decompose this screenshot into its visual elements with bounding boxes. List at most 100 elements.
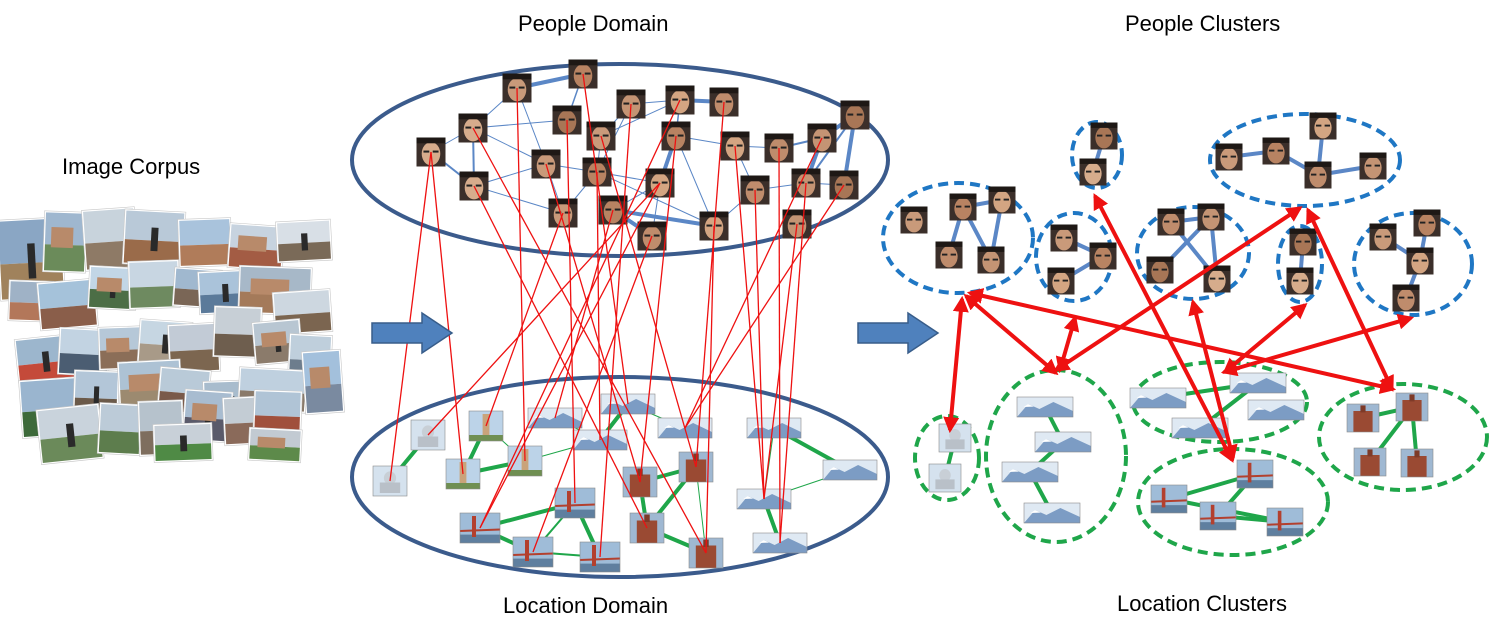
people-location-link <box>430 151 464 475</box>
location-thumbnail <box>1266 507 1304 537</box>
people-domain-title: People Domain <box>518 11 669 36</box>
corpus-photo <box>212 305 263 359</box>
location-thumbnail <box>1150 484 1188 514</box>
people-location-link <box>684 184 845 429</box>
face-thumbnail <box>1406 247 1434 275</box>
face-thumbnail <box>935 241 963 269</box>
face-thumbnail <box>1215 143 1243 171</box>
corpus-photo <box>152 422 214 463</box>
corpus-photo <box>87 264 138 312</box>
face-thumbnail <box>1286 267 1314 295</box>
face-thumbnail <box>1146 256 1174 284</box>
people-similarity-edge <box>473 185 564 214</box>
location-thumbnail <box>1346 403 1380 433</box>
face-thumbnail <box>1309 112 1337 140</box>
people-cluster-ellipse <box>1208 112 1402 208</box>
face-thumbnail <box>1157 208 1185 236</box>
right-arrow-icon <box>857 311 940 355</box>
corpus-photo <box>121 208 187 268</box>
location-domain-title: Location Domain <box>503 593 669 618</box>
location-thumbnail <box>1016 396 1074 418</box>
people-similarity-edge <box>675 135 715 227</box>
people-location-link <box>554 209 614 419</box>
people-location-link <box>516 87 526 462</box>
face-thumbnail <box>1050 224 1078 252</box>
double-headed-arrow-icon <box>1188 298 1238 462</box>
people-location-link <box>684 137 823 429</box>
face-thumbnail <box>1197 203 1225 231</box>
people-location-link <box>599 103 632 558</box>
corpus-photo <box>35 403 105 465</box>
face-thumbnail <box>1304 161 1332 189</box>
face-thumbnail <box>548 198 578 228</box>
corpus-photo <box>127 259 181 310</box>
location-thumbnail <box>1001 461 1059 483</box>
location-thumbnail <box>1236 459 1274 489</box>
double-headed-arrow-icon <box>1220 313 1415 377</box>
location-thumbnail <box>928 463 962 493</box>
people-clusters-title: People Clusters <box>1125 11 1281 36</box>
corpus-photo <box>42 210 88 274</box>
face-thumbnail <box>949 193 977 221</box>
corpus-photo <box>252 389 303 439</box>
image-corpus-title: Image Corpus <box>62 154 201 179</box>
face-thumbnail <box>582 157 612 187</box>
face-thumbnail <box>840 100 870 130</box>
location-domain-ellipse <box>350 375 890 579</box>
corpus-photo <box>96 402 144 456</box>
people-location-link <box>695 101 725 468</box>
corpus-photo <box>247 426 303 464</box>
people-location-link <box>779 182 807 544</box>
people-location-link <box>639 135 677 483</box>
face-thumbnail <box>1262 137 1290 165</box>
corpus-photo <box>275 218 333 264</box>
location-thumbnail <box>1229 372 1287 394</box>
location-thumbnail <box>1023 502 1081 524</box>
corpus-photo <box>97 325 145 371</box>
face-thumbnail <box>1090 122 1118 150</box>
face-thumbnail <box>900 206 928 234</box>
face-thumbnail <box>1089 242 1117 270</box>
corpus-photo <box>166 321 222 375</box>
location-thumbnail <box>822 459 878 481</box>
face-thumbnail <box>1047 267 1075 295</box>
location-thumbnail <box>938 423 972 453</box>
location-thumbnail <box>512 536 554 568</box>
image-corpus-collage <box>0 206 345 465</box>
people-cluster-ellipse <box>1070 120 1124 190</box>
people-location-link <box>532 235 653 553</box>
people-location-link <box>566 119 576 504</box>
face-thumbnail <box>1079 158 1107 186</box>
people-location-link <box>479 99 681 529</box>
face-thumbnail <box>1369 223 1397 251</box>
people-location-link <box>600 135 697 468</box>
people-location-link <box>389 151 432 482</box>
right-arrow-icon <box>371 311 454 355</box>
people-location-link <box>705 225 715 554</box>
location-thumbnail <box>1247 399 1305 421</box>
corpus-photo <box>226 222 286 272</box>
corpus-photo <box>56 326 112 378</box>
people-similarity-edge <box>596 171 715 227</box>
people-location-link <box>734 145 765 500</box>
people-location-link <box>479 182 661 529</box>
location-clusters-title: Location Clusters <box>1117 591 1287 616</box>
people-similarity-edge <box>472 119 568 129</box>
face-thumbnail <box>1413 209 1441 237</box>
location-cluster-ellipse <box>913 414 981 502</box>
people-location-link <box>778 147 781 544</box>
location-cluster-ellipse <box>1317 382 1489 492</box>
location-thumbnail <box>1199 501 1237 531</box>
people-location-link <box>596 171 601 441</box>
people-location-link <box>485 212 564 427</box>
location-thumbnail <box>410 419 446 451</box>
face-thumbnail <box>988 186 1016 214</box>
location-thumbnail <box>1395 392 1429 422</box>
location-thumbnail <box>1129 387 1187 409</box>
face-thumbnail <box>1359 152 1387 180</box>
face-thumbnail <box>1289 228 1317 256</box>
double-headed-arrow-icon <box>943 295 969 434</box>
location-thumbnail <box>1034 431 1092 453</box>
people-location-link <box>472 127 707 554</box>
